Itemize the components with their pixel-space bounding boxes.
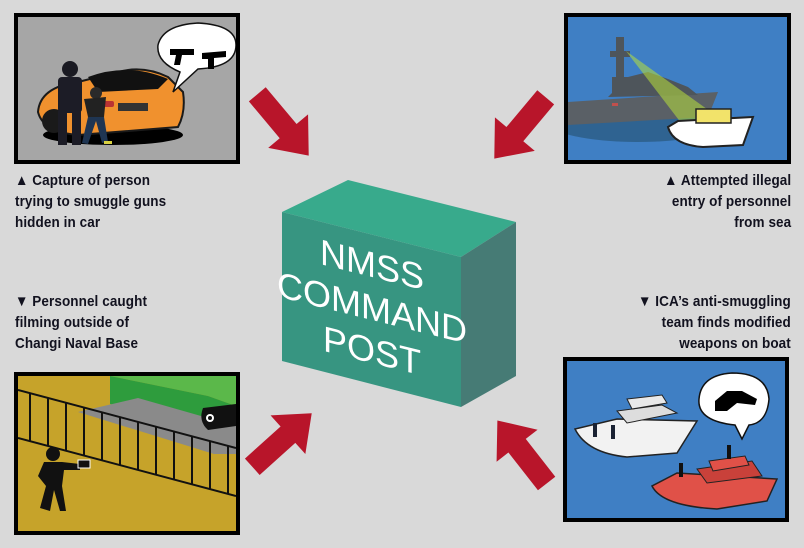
- cube-front-face: [282, 212, 461, 407]
- car-arrest-illustration: [36, 22, 236, 145]
- filming-fence-illustration: [18, 376, 236, 511]
- cube-top-face: [282, 180, 516, 257]
- speech-bubble: [157, 22, 236, 93]
- boats-weapons-illustration: [573, 372, 779, 510]
- command-post-cube: NMSS COMMAND POST: [277, 180, 516, 407]
- small-boat: [666, 108, 755, 149]
- cube-side-face: [461, 222, 516, 407]
- suspect-figure: [82, 87, 112, 144]
- triangle-down-icon: ▼: [638, 293, 652, 310]
- warship-searchlight-illustration: [568, 37, 755, 149]
- patrol-boat-white: [573, 394, 699, 458]
- scenario-panel-sea-entry: [564, 13, 791, 164]
- caption-naval-base-filming: ▼ Personnel caught filming outside of Ch…: [15, 293, 148, 352]
- searchlight-beam: [626, 51, 718, 132]
- caption-boat-weapons: ▼ ICA’s anti-smuggling team finds modifi…: [638, 293, 791, 352]
- cctv-camera-icon: [201, 404, 236, 430]
- rifle-icon: [715, 391, 757, 411]
- scenario-panel-car-smuggling: [14, 13, 240, 164]
- speech-bubble: [698, 372, 770, 441]
- triangle-down-icon: ▼: [15, 293, 29, 310]
- red-smuggler-boat: [650, 445, 779, 510]
- car-window: [88, 69, 168, 92]
- caption-car-smuggling: ▲ Capture of person trying to smuggle gu…: [15, 172, 167, 231]
- pistol-icon: [202, 51, 226, 69]
- scenario-panel-boat-weapons: [563, 357, 789, 522]
- armed-figure: [679, 463, 683, 477]
- arrow-from-naval-base-filming-icon: [244, 413, 312, 475]
- pistol-icon: [170, 49, 194, 65]
- person-filming-silhouette: [38, 447, 91, 511]
- triangle-up-icon: ▲: [15, 172, 29, 189]
- triangle-up-icon: ▲: [663, 172, 678, 189]
- armed-figure: [727, 445, 731, 459]
- officer-figure: [58, 61, 82, 145]
- arrow-from-boat-weapons-icon: [496, 420, 556, 491]
- caption-sea-entry: ▲ Attempted illegal entry of personnel f…: [663, 172, 791, 231]
- license-plate: [118, 103, 148, 111]
- scenario-panel-naval-base-filming: [14, 372, 240, 535]
- arrow-from-car-smuggling-icon: [248, 87, 309, 156]
- arrow-from-sea-entry-icon: [494, 90, 555, 159]
